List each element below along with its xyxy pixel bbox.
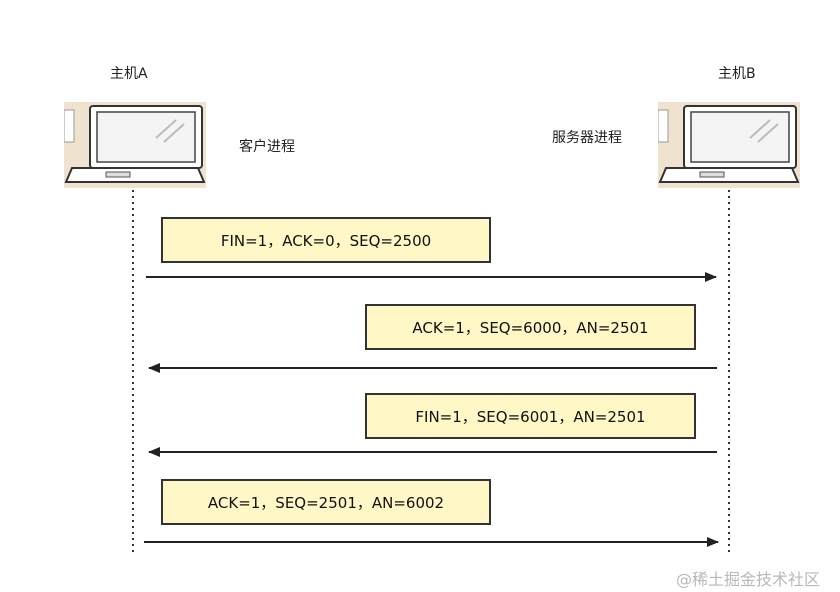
- laptop-b-icon: [657, 102, 800, 188]
- message-box-1: FIN=1，ACK=0，SEQ=2500: [161, 217, 491, 263]
- message-box-4: ACK=1，SEQ=2501，AN=6002: [161, 479, 491, 525]
- host-b-label: 主机B: [718, 66, 756, 82]
- message-box-2: ACK=1，SEQ=6000，AN=2501: [365, 304, 696, 350]
- client-process-label: 客户进程: [239, 139, 295, 155]
- watermark: @稀土掘金技术社区: [676, 570, 821, 589]
- server-process-label: 服务器进程: [552, 130, 622, 146]
- laptop-a-icon: [63, 102, 206, 188]
- host-a-label: 主机A: [110, 66, 148, 82]
- message-box-3: FIN=1，SEQ=6001，AN=2501: [365, 393, 696, 439]
